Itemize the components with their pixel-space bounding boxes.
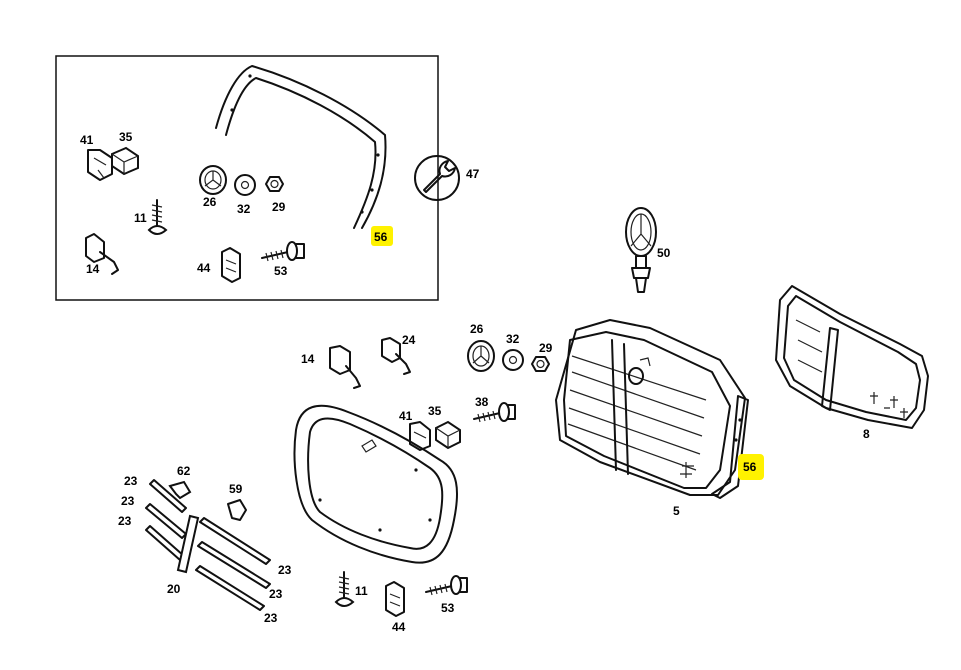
callout-main-53: 53 <box>441 601 455 615</box>
emblem-base-26[interactable] <box>467 340 495 372</box>
callout-main-23-a: 23 <box>124 474 138 488</box>
callout-inset-11: 11 <box>134 211 147 225</box>
inset-nut-35[interactable] <box>111 146 139 176</box>
clip-62[interactable] <box>168 480 192 500</box>
seal-strip-56[interactable] <box>711 395 749 499</box>
callout-inset-35: 35 <box>119 130 133 144</box>
callout-main-59: 59 <box>229 482 243 496</box>
callout-inset-53: 53 <box>274 264 288 278</box>
grille-frame[interactable] <box>293 404 459 564</box>
screw-53[interactable] <box>425 575 468 596</box>
callout-main-8: 8 <box>863 427 870 441</box>
callout-labels: 41 35 11 14 26 32 29 44 53 56 47 50 14 2… <box>80 130 870 634</box>
washer-32[interactable] <box>502 349 524 371</box>
callout-main-44: 44 <box>392 620 406 634</box>
callout-main-14: 14 <box>301 352 315 366</box>
callout-main-50: 50 <box>657 246 671 260</box>
inset-clip-44[interactable] <box>221 247 241 283</box>
trim-strips-23[interactable] <box>145 479 271 611</box>
callout-inset-41: 41 <box>80 133 94 147</box>
callout-main-29: 29 <box>539 341 553 355</box>
callout-main-23-c: 23 <box>118 514 132 528</box>
callout-main-23-f: 23 <box>264 611 278 625</box>
callout-inset-32: 32 <box>237 202 251 216</box>
screw-11[interactable] <box>334 571 355 607</box>
callout-inset-44: 44 <box>197 261 211 275</box>
callout-main-26: 26 <box>470 322 484 336</box>
callout-main-23-e: 23 <box>269 587 283 601</box>
bracket-14[interactable] <box>329 345 361 389</box>
hood-star-emblem-50[interactable] <box>625 207 657 293</box>
nut-29[interactable] <box>531 356 550 372</box>
nut-35[interactable] <box>435 420 461 450</box>
callout-main-56: 56 <box>743 460 757 474</box>
radiator-grille-5[interactable] <box>555 319 746 496</box>
callout-inset-26: 26 <box>203 195 217 209</box>
callout-inset-56: 56 <box>374 230 388 244</box>
highlight-56-inset <box>371 226 393 246</box>
callout-main-23-d: 23 <box>278 563 292 577</box>
callout-inset-29: 29 <box>272 200 286 214</box>
clip-59[interactable] <box>227 499 247 521</box>
clip-44[interactable] <box>385 581 405 617</box>
inset-panel <box>55 55 439 301</box>
inset-frame <box>55 55 439 301</box>
center-trim-bar-20[interactable] <box>176 514 200 574</box>
highlight-56-main <box>738 454 764 480</box>
callout-main-35: 35 <box>428 404 442 418</box>
clip-41[interactable] <box>409 421 431 451</box>
wrench-icon <box>414 155 460 201</box>
inset-emblem-base-26[interactable] <box>199 165 227 195</box>
inset-washer-32[interactable] <box>234 174 256 196</box>
callout-main-41: 41 <box>399 409 413 423</box>
callout-main-62: 62 <box>177 464 191 478</box>
inset-clip-41[interactable] <box>87 149 113 181</box>
callout-tool-47: 47 <box>466 167 480 181</box>
callout-main-38: 38 <box>475 395 489 409</box>
callout-main-11: 11 <box>355 584 368 598</box>
inset-nut-29[interactable] <box>265 176 284 192</box>
callout-main-24: 24 <box>402 333 416 347</box>
bracket-24[interactable] <box>381 337 411 375</box>
mesh-insert-8[interactable] <box>775 285 929 429</box>
callout-inset-14: 14 <box>86 262 100 276</box>
callout-main-23-b: 23 <box>121 494 135 508</box>
callout-main-20: 20 <box>167 582 181 596</box>
inset-seal-strip-56[interactable] <box>215 65 387 229</box>
callout-main-32: 32 <box>506 332 520 346</box>
screw-38[interactable] <box>473 402 516 423</box>
inset-bracket-14[interactable] <box>85 233 119 275</box>
inset-screw-53[interactable] <box>261 241 305 262</box>
inset-screw-11[interactable] <box>147 199 168 235</box>
callout-main-5: 5 <box>673 504 680 518</box>
